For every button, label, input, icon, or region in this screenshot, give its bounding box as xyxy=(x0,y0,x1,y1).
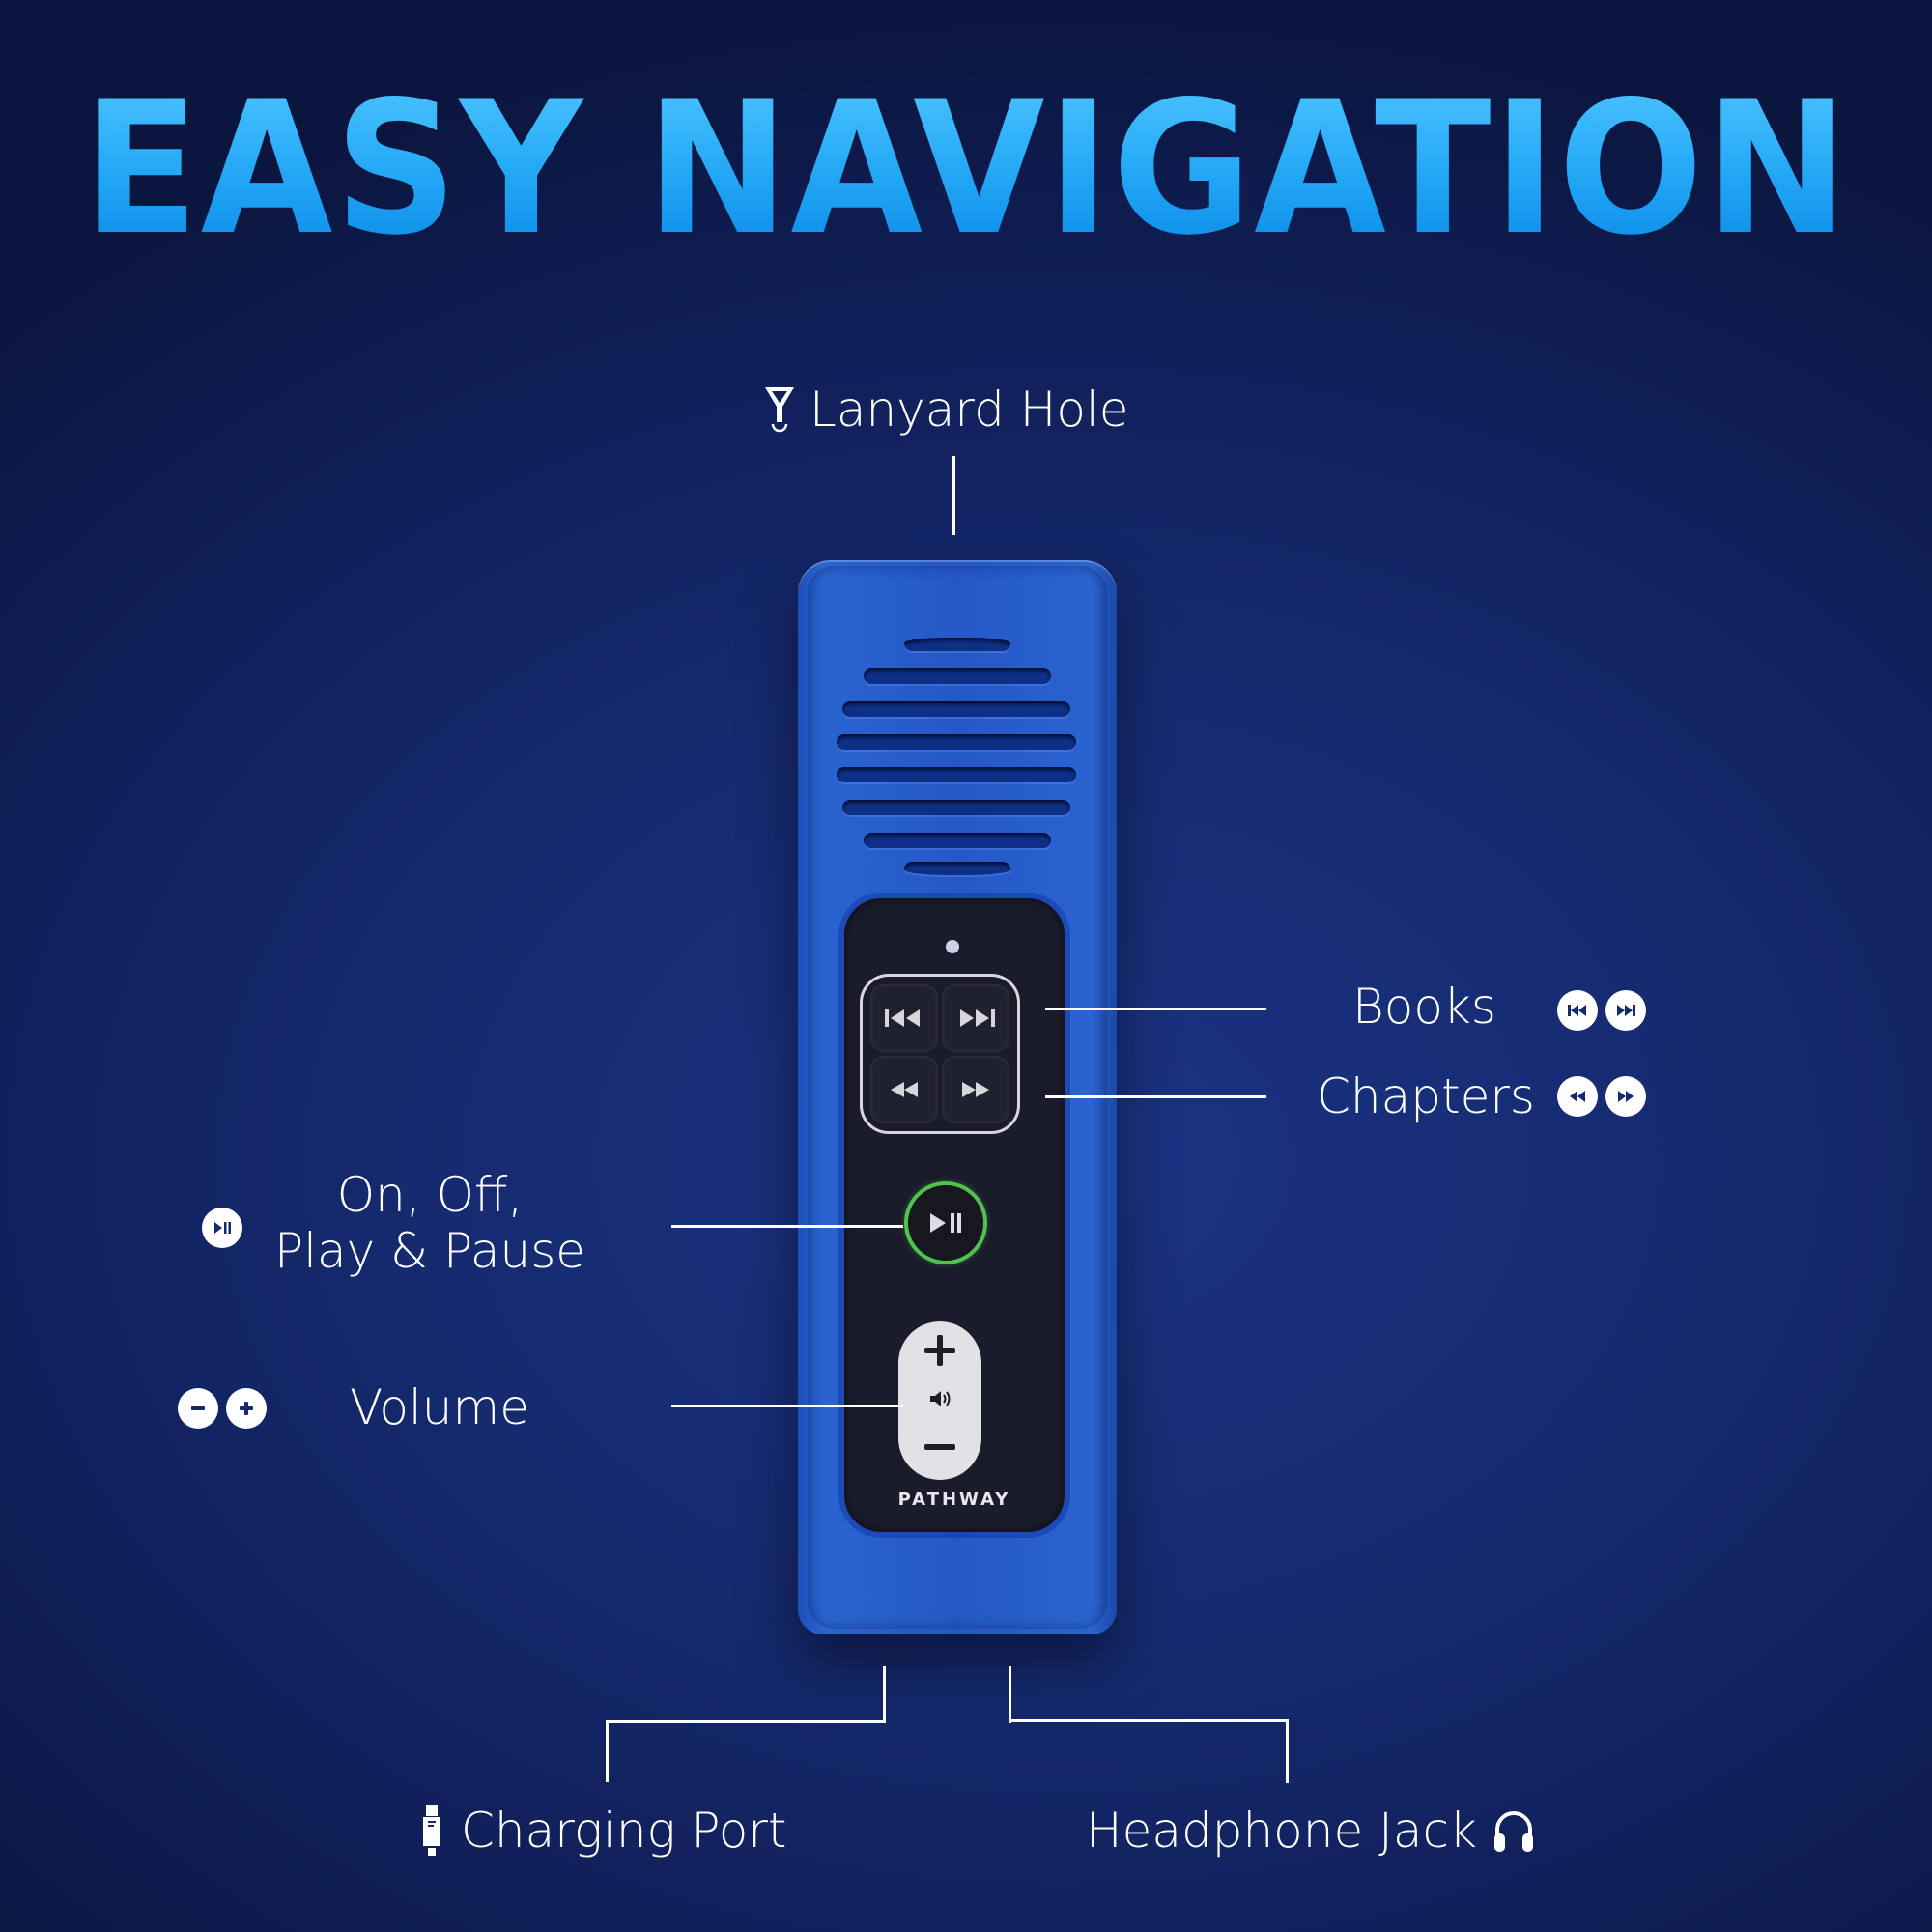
headphone-leader-vertical-bottom xyxy=(1286,1719,1289,1783)
volume-leader-line xyxy=(671,1405,903,1407)
minus-icon xyxy=(178,1388,218,1429)
chapters-icons xyxy=(1557,1076,1646,1117)
rewind-icon xyxy=(1557,1076,1598,1117)
volume-icons xyxy=(178,1388,267,1429)
chapters-label: Chapters xyxy=(1317,1068,1535,1124)
usb-plug-icon xyxy=(422,1805,441,1856)
plus-icon xyxy=(226,1388,267,1429)
books-label: Books xyxy=(1352,979,1496,1035)
minus-icon xyxy=(924,1444,955,1450)
previous-chapter-button[interactable] xyxy=(870,1056,938,1123)
navigation-pad xyxy=(860,974,1020,1134)
skip-previous-icon xyxy=(1557,990,1598,1031)
skip-next-icon xyxy=(1605,990,1646,1031)
next-book-button[interactable] xyxy=(942,984,1009,1052)
books-leader-line xyxy=(1045,1008,1266,1010)
headphone-callout: Headphone Jack xyxy=(1086,1803,1535,1859)
play-pause-button[interactable] xyxy=(904,1181,987,1264)
rewind-icon xyxy=(891,1082,918,1097)
charging-leader-horizontal xyxy=(606,1720,886,1723)
lanyard-callout: Lanyard Hole xyxy=(763,382,1129,438)
skip-previous-icon xyxy=(885,1009,920,1027)
lanyard-label: Lanyard Hole xyxy=(810,382,1129,438)
play-pause-leader-line xyxy=(671,1225,903,1228)
lanyard-icon xyxy=(763,384,796,436)
fast-forward-icon xyxy=(962,1082,989,1097)
power-play-label: On, Off, Play & Pause xyxy=(270,1167,589,1279)
headphones-icon xyxy=(1492,1808,1535,1853)
lanyard-leader-line xyxy=(952,456,955,535)
volume-down-button[interactable] xyxy=(898,1418,981,1476)
brand-logo: PATHWAY xyxy=(897,1490,1011,1510)
skip-next-icon xyxy=(960,1009,995,1027)
page-title: EASY NAVIGATION xyxy=(68,77,1864,261)
next-chapter-button[interactable] xyxy=(942,1056,1009,1123)
power-play-label-line1: On, Off, xyxy=(336,1167,524,1223)
previous-book-button[interactable] xyxy=(870,984,938,1052)
fast-forward-icon xyxy=(1605,1076,1646,1117)
chapters-leader-line xyxy=(1045,1095,1266,1098)
volume-up-button[interactable] xyxy=(898,1321,981,1379)
headphone-leader-horizontal xyxy=(1009,1719,1289,1722)
status-led xyxy=(946,940,959,953)
play-pause-icon xyxy=(930,1213,961,1233)
charging-leader-vertical-top xyxy=(883,1666,886,1723)
headphone-leader-vertical-top xyxy=(1009,1666,1011,1723)
volume-label: Volume xyxy=(350,1379,529,1435)
speaker-icon xyxy=(928,1389,952,1408)
books-icons xyxy=(1557,990,1646,1031)
power-play-label-line2: Play & Pause xyxy=(273,1223,586,1279)
charging-port-label: Charging Port xyxy=(461,1803,787,1859)
speaker-grille xyxy=(837,638,1078,875)
headphone-jack-label: Headphone Jack xyxy=(1086,1803,1477,1859)
play-pause-icon xyxy=(202,1208,242,1248)
plus-icon xyxy=(924,1335,955,1366)
volume-rocker xyxy=(898,1321,981,1480)
charging-leader-vertical-bottom xyxy=(606,1720,609,1782)
control-panel: PATHWAY xyxy=(844,898,1065,1532)
charging-callout: Charging Port xyxy=(422,1803,787,1859)
